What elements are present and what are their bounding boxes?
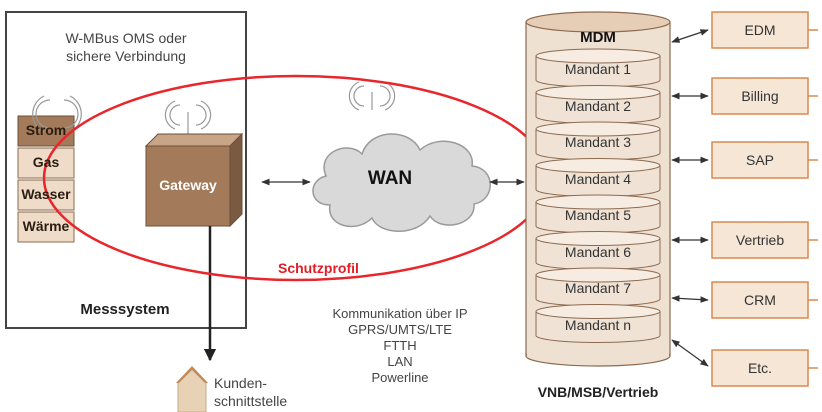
- customer-interface-line1: Kunden-: [214, 375, 267, 391]
- meter-strom-block: [17, 115, 75, 147]
- mandant-disk: [535, 231, 661, 270]
- meter-wasser-label: Wasser: [21, 186, 71, 202]
- mandant-disk: [535, 121, 661, 161]
- mandant-disk: [535, 194, 661, 234]
- gateway-signal-icon: [164, 100, 212, 135]
- messsystem-title: Messsystem: [80, 301, 170, 318]
- mandant-disk: [535, 85, 661, 124]
- mandant-label: Mandant 6: [564, 243, 632, 260]
- gateway-box: [144, 132, 244, 228]
- mandant-disks: [535, 48, 661, 343]
- mandant-disk: [535, 267, 661, 307]
- etc-arrow: [671, 339, 709, 367]
- wan-label: WAN: [367, 168, 413, 189]
- edm-arrow: [671, 29, 709, 43]
- system-label: Vertrieb: [735, 232, 785, 248]
- mandant-label: Mandant n: [564, 316, 632, 333]
- system-box: [711, 77, 809, 115]
- meter-waerme-label: Wärme: [22, 218, 70, 234]
- meter-strom-label: Strom: [25, 122, 67, 138]
- mandant-label: Mandant 7: [564, 280, 632, 296]
- communication-item: GPRS/UMTS/LTE: [348, 322, 452, 337]
- mandant-disk: [535, 304, 661, 343]
- mandant-label: Mandant 3: [564, 134, 632, 150]
- crm-arrow: [671, 295, 709, 303]
- communication-item: FTTH: [383, 338, 417, 353]
- mdm-title: MDM: [580, 29, 616, 46]
- communication-item: Kommunikation über IP: [332, 306, 468, 321]
- wireless-signal-icon: [32, 95, 82, 133]
- mdm-caption: VNB/MSB/Vertrieb: [537, 384, 659, 400]
- system-box: [711, 141, 809, 179]
- house-icon: [176, 366, 208, 412]
- communication-item: LAN: [387, 354, 413, 369]
- wan-signal-icon: [348, 81, 396, 111]
- mandant-disk: [535, 158, 661, 197]
- meter-wasser-block: [17, 179, 75, 211]
- system-box: [711, 11, 809, 49]
- gateway-label: Gateway: [159, 177, 217, 193]
- messsystem-box: [5, 11, 247, 329]
- system-label: Etc.: [747, 360, 773, 376]
- connection-label-line1: W-MBus OMS oder: [65, 30, 187, 46]
- communication-list: Kommunikation über IP GPRS/UMTS/LTE FTTH…: [300, 306, 500, 386]
- connection-label-line2: sichere Verbindung: [66, 48, 186, 64]
- mandant-label: Mandant 5: [564, 207, 632, 223]
- system-label: EDM: [744, 22, 776, 38]
- system-box: [711, 221, 809, 259]
- system-label: SAP: [745, 152, 774, 168]
- system-label: CRM: [744, 292, 776, 308]
- mdm-system-arrows: [671, 29, 709, 367]
- communication-item: Powerline: [371, 370, 429, 385]
- customer-interface-line2: schnittstelle: [214, 393, 288, 409]
- mandant-label: Mandant 2: [564, 97, 632, 114]
- wan-cloud: [312, 133, 491, 232]
- mandant-label: Mandant 4: [564, 170, 632, 187]
- system-label: Billing: [741, 88, 779, 104]
- mandant-disk: [535, 48, 661, 88]
- meter-gas-label: Gas: [32, 154, 60, 170]
- schutzprofil-label: Schutzprofil: [278, 260, 359, 276]
- customer-interface-label: Kunden- schnittstelle: [214, 374, 287, 410]
- system-boxes: [711, 11, 818, 387]
- mandant-label: Mandant 1: [564, 61, 632, 77]
